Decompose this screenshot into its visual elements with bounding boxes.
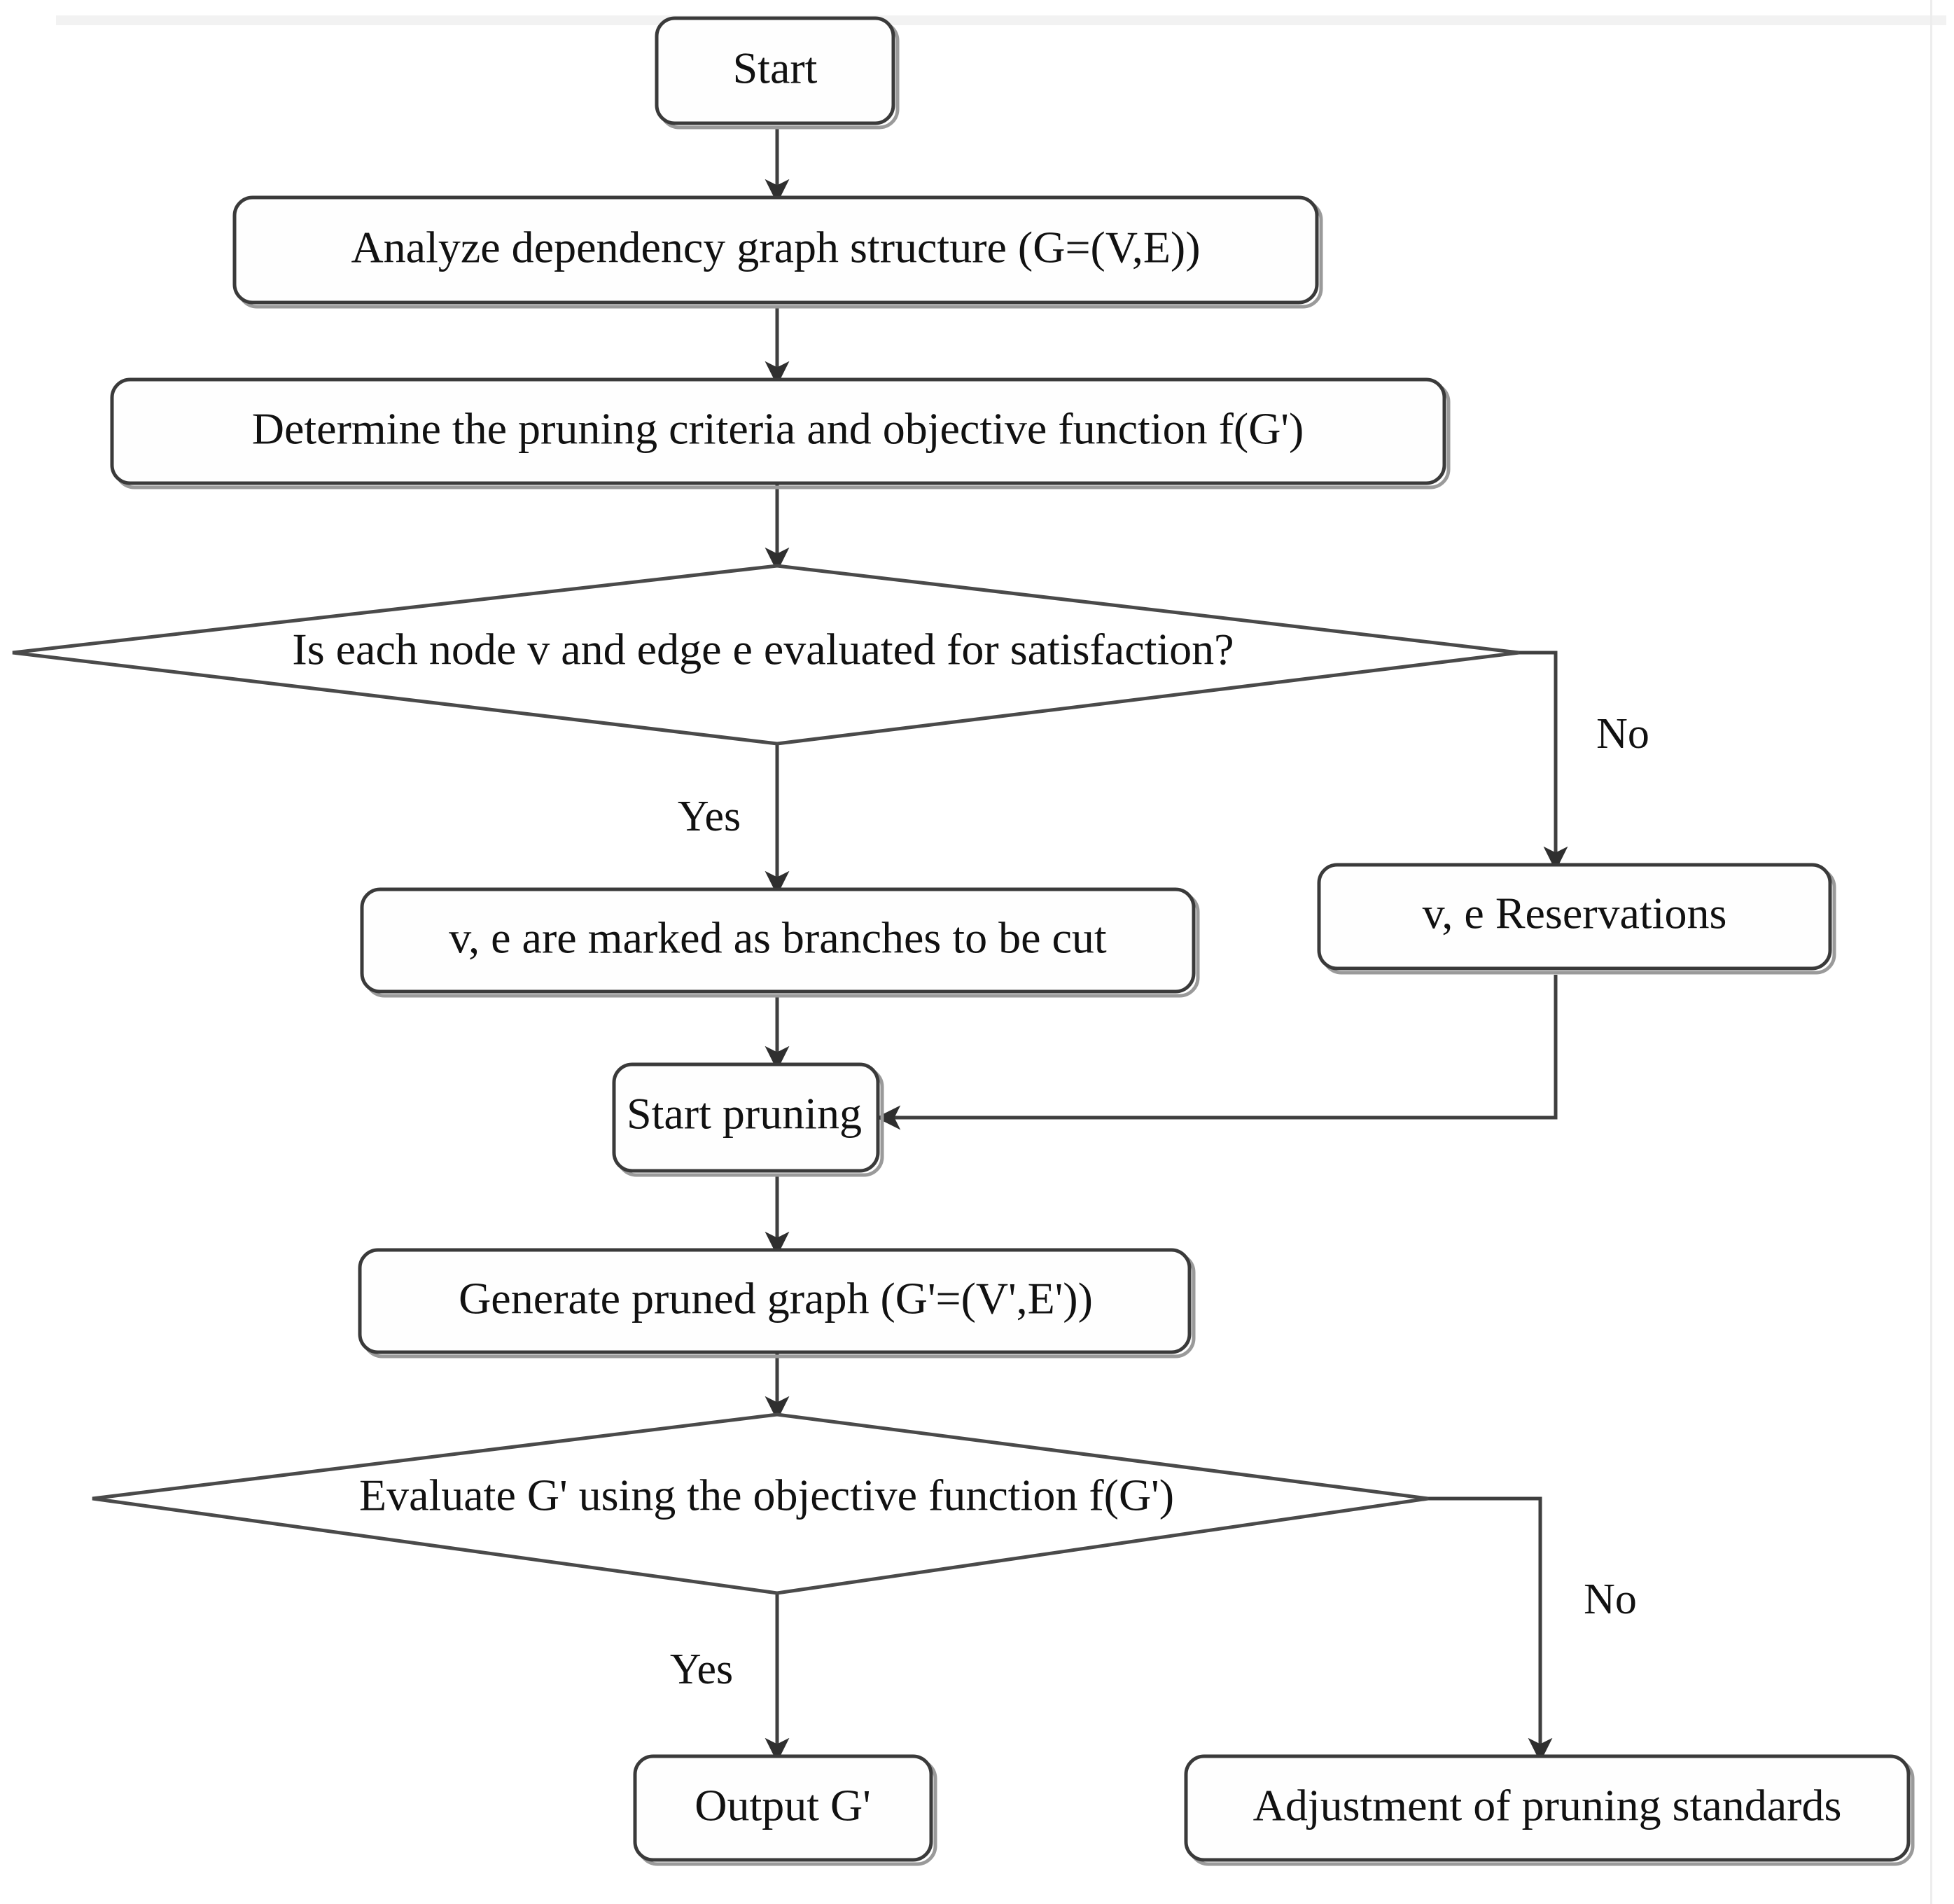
- node-analyze-label: Analyze dependency graph structure (G=(V…: [351, 223, 1200, 272]
- node-start-shape: [655, 16, 895, 125]
- node-reserve[interactable]: v, e Reservations: [1317, 863, 1836, 975]
- node-generate-shape: [358, 1248, 1192, 1354]
- node-decision1-shape: [12, 564, 1520, 746]
- edge-label-no-bottom: No: [1584, 1576, 1637, 1623]
- node-generate[interactable]: Generate pruned graph (G'=(V',E')): [358, 1248, 1196, 1358]
- node-adjust[interactable]: Adjustment of pruning standards: [1184, 1754, 1915, 1866]
- page-edge-right-artifact: [1930, 0, 1932, 1904]
- node-output-label: Output G': [695, 1781, 871, 1830]
- node-start-label: Start: [733, 43, 818, 93]
- edge-decision1-no-to-reserve: [1519, 651, 1568, 871]
- edge-label-yes-bottom: Yes: [670, 1646, 733, 1693]
- node-adjust-shape: [1184, 1754, 1911, 1862]
- node-start[interactable]: Start: [655, 16, 900, 130]
- node-determine[interactable]: Determine the pruning criteria and objec…: [110, 377, 1451, 489]
- node-output-shape: [633, 1754, 933, 1862]
- node-mark-shape: [360, 887, 1196, 994]
- edge-decision2-no-to-adjust: [1428, 1496, 1553, 1763]
- edge-label-yes-top: Yes: [678, 793, 741, 840]
- node-startpruning-label: Start pruning: [627, 1089, 862, 1139]
- node-analyze[interactable]: Analyze dependency graph structure (G=(V…: [232, 195, 1323, 309]
- node-determine-shape: [110, 377, 1446, 485]
- node-analyze-shape: [232, 195, 1319, 305]
- edge-reserve-to-startpruning: [876, 975, 1558, 1130]
- node-decision2[interactable]: Evaluate G' using the objective function…: [92, 1412, 1429, 1595]
- node-decision1[interactable]: Is each node v and edge e evaluated for …: [12, 564, 1520, 746]
- node-determine-label: Determine the pruning criteria and objec…: [252, 404, 1304, 454]
- node-startpruning[interactable]: Start pruning: [612, 1062, 884, 1177]
- page-edge-top-artifact: [56, 15, 1946, 25]
- node-adjust-label: Adjustment of pruning standards: [1253, 1781, 1842, 1830]
- node-startpruning-shape: [612, 1062, 880, 1173]
- node-mark[interactable]: v, e are marked as branches to be cut: [360, 887, 1200, 998]
- node-decision2-shape: [92, 1412, 1429, 1595]
- edge-label-no-top: No: [1596, 710, 1649, 758]
- node-reserve-label: v, e Reservations: [1423, 889, 1727, 938]
- node-generate-label: Generate pruned graph (G'=(V',E')): [459, 1274, 1093, 1323]
- node-mark-label: v, e are marked as branches to be cut: [449, 913, 1107, 963]
- node-reserve-shape: [1317, 863, 1832, 971]
- node-decision1-label: Is each node v and edge e evaluated for …: [292, 625, 1234, 674]
- node-decision2-label: Evaluate G' using the objective function…: [359, 1471, 1174, 1520]
- node-output[interactable]: Output G': [633, 1754, 937, 1866]
